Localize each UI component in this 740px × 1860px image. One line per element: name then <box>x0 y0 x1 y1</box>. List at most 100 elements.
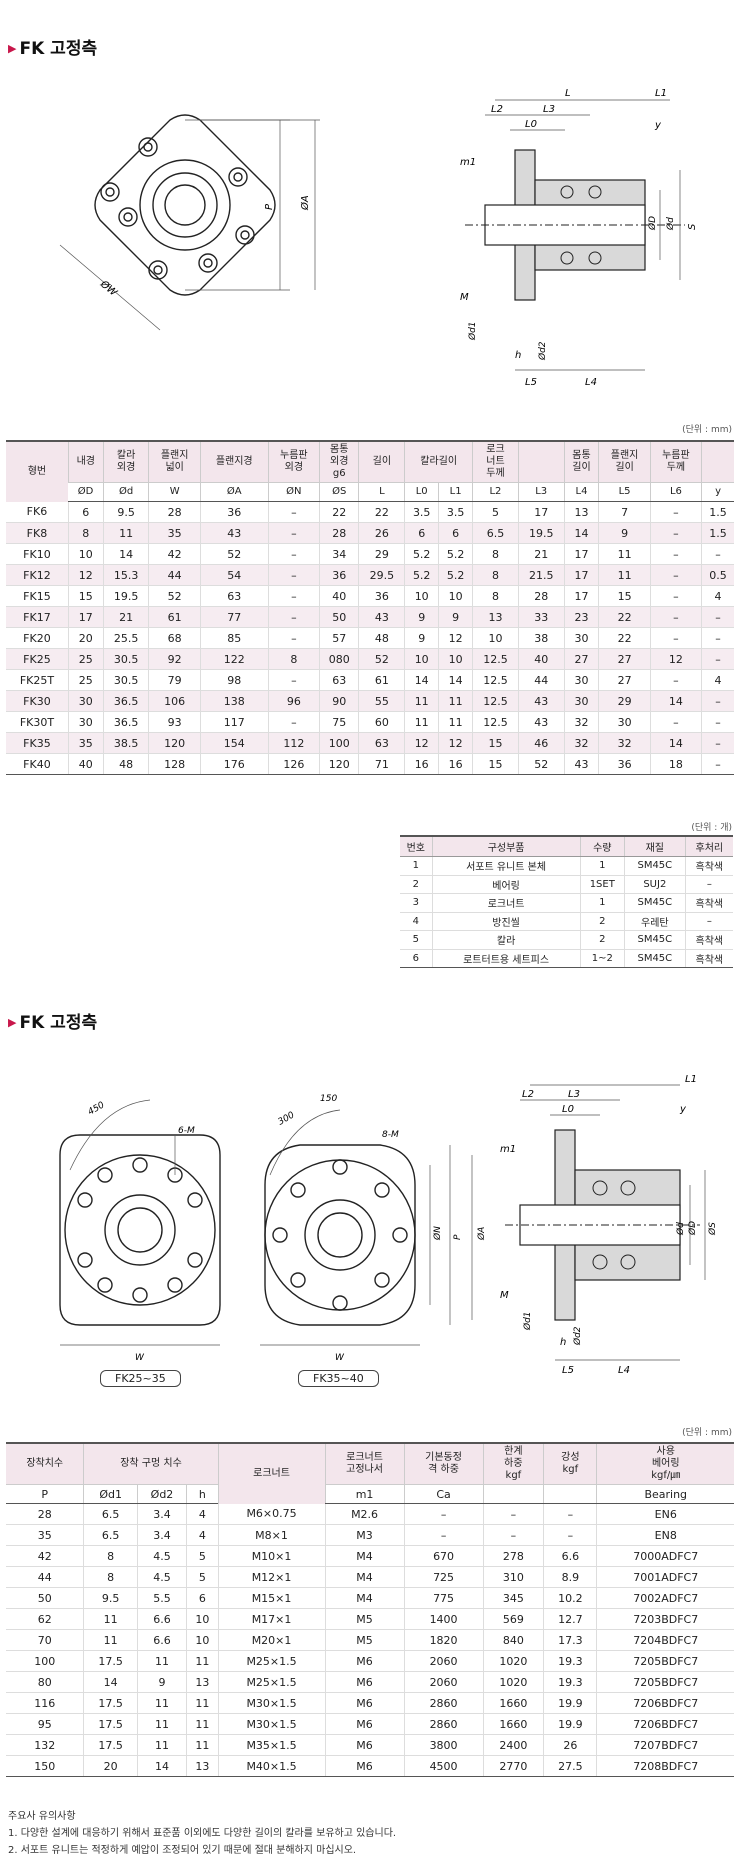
header-symbol: m1 <box>324 1484 405 1504</box>
table-cell: – <box>684 875 733 894</box>
table-cell: SM45C <box>623 856 686 876</box>
table-cell: 44 <box>6 1566 84 1588</box>
table-cell: 17.5 <box>83 1734 138 1756</box>
table-cell: 120 <box>148 732 201 754</box>
header-symbol: y <box>701 482 734 502</box>
table-cell: 36 <box>199 501 269 523</box>
table-cell: 32 <box>563 711 599 733</box>
table-cell: 9.5 <box>102 501 149 523</box>
header-symbol: L3 <box>517 482 565 502</box>
table-cell: 21 <box>517 543 565 565</box>
table-cell: 15 <box>598 585 651 607</box>
table-cell: 100 <box>6 1650 84 1672</box>
table-cell: 5 <box>186 1545 219 1567</box>
table-cell: 19.5 <box>517 522 565 544</box>
notes-heading: 주요사 유의사항 <box>8 1811 76 1822</box>
table-cell: 52 <box>358 648 405 670</box>
table-cell: 2860 <box>403 1692 484 1714</box>
table-cell: 26 <box>358 522 405 544</box>
table-cell: – <box>649 522 702 544</box>
table-cell: 3.4 <box>136 1524 187 1546</box>
table-cell: 126 <box>267 753 320 775</box>
table-cell: – <box>267 564 320 586</box>
table-cell: SM45C <box>623 949 686 968</box>
table-cell: 11 <box>136 1713 187 1735</box>
table-cell: 35 <box>148 522 201 544</box>
table-cell: – <box>267 585 320 607</box>
table-cell: 61 <box>358 669 405 691</box>
arrow-icon: ▶ <box>8 42 17 55</box>
table-cell: 138 <box>199 690 269 712</box>
table-cell: 30 <box>598 711 651 733</box>
svg-text:L5: L5 <box>525 377 537 388</box>
table-cell: 30 <box>67 690 104 712</box>
svg-text:y: y <box>679 1104 687 1115</box>
svg-text:L3: L3 <box>568 1089 580 1100</box>
table-cell: 1660 <box>482 1713 544 1735</box>
side-section-drawing: L L1 L2 L3 L0 y m1 M ØD Ød S Ød1 Ød2 h L… <box>460 88 698 388</box>
table-cell: 8 <box>472 585 519 607</box>
table-cell: 14 <box>102 543 149 565</box>
table-cell: 14 <box>438 669 473 691</box>
table-cell: 12 <box>438 627 473 649</box>
table-cell: – <box>684 912 733 931</box>
table-cell: 3.4 <box>136 1503 187 1525</box>
arrow-icon: ▶ <box>8 1016 17 1029</box>
table-cell: 48 <box>102 753 149 775</box>
table-cell: – <box>701 648 734 670</box>
table-cell: 8 <box>83 1566 138 1588</box>
table-cell: 17.3 <box>543 1629 597 1651</box>
table-cell: 11 <box>404 690 439 712</box>
table-cell: – <box>267 543 320 565</box>
table-cell: 2770 <box>482 1755 544 1777</box>
table-cell: FK17 <box>6 606 69 628</box>
table-cell: 13 <box>186 1671 219 1693</box>
table-cell: – <box>267 606 320 628</box>
table-cell: 22 <box>598 627 651 649</box>
table-cell: 14 <box>404 669 439 691</box>
table-cell: 11 <box>186 1713 219 1735</box>
table-cell: 14 <box>649 732 702 754</box>
table-cell: 2060 <box>403 1650 484 1672</box>
table-cell: 9 <box>136 1671 187 1693</box>
table-cell: 7 <box>598 501 651 523</box>
table-cell: – <box>267 501 320 523</box>
table-cell: 35 <box>6 1524 84 1546</box>
table-cell: 44 <box>517 669 565 691</box>
table-cell: 63 <box>319 669 359 691</box>
table-cell: 흑착색 <box>684 949 733 968</box>
table-cell: 4 <box>701 669 734 691</box>
table-cell: 77 <box>199 606 269 628</box>
table-cell: 50 <box>319 606 359 628</box>
svg-text:P: P <box>264 203 275 210</box>
table-cell: – <box>649 543 702 565</box>
table-cell: SM45C <box>623 930 686 950</box>
table-cell: – <box>649 669 702 691</box>
svg-text:ØW: ØW <box>97 277 120 299</box>
svg-text:ØA: ØA <box>476 1227 487 1241</box>
table-cell: 3.5 <box>438 501 473 523</box>
header-cell: 장착 구멍 치수 <box>83 1442 219 1485</box>
table-cell: 10 <box>438 648 473 670</box>
table-cell: 22 <box>319 501 359 523</box>
svg-text:L1: L1 <box>685 1074 697 1085</box>
table-cell: M25×1.5 <box>217 1671 326 1693</box>
table-cell: 132 <box>6 1734 84 1756</box>
table-cell: 11 <box>136 1734 187 1756</box>
svg-text:W: W <box>135 1353 145 1363</box>
header-cell: 장착치수 <box>6 1442 84 1485</box>
table-cell: – <box>482 1503 544 1525</box>
table-cell: 방진씰 <box>431 912 581 931</box>
